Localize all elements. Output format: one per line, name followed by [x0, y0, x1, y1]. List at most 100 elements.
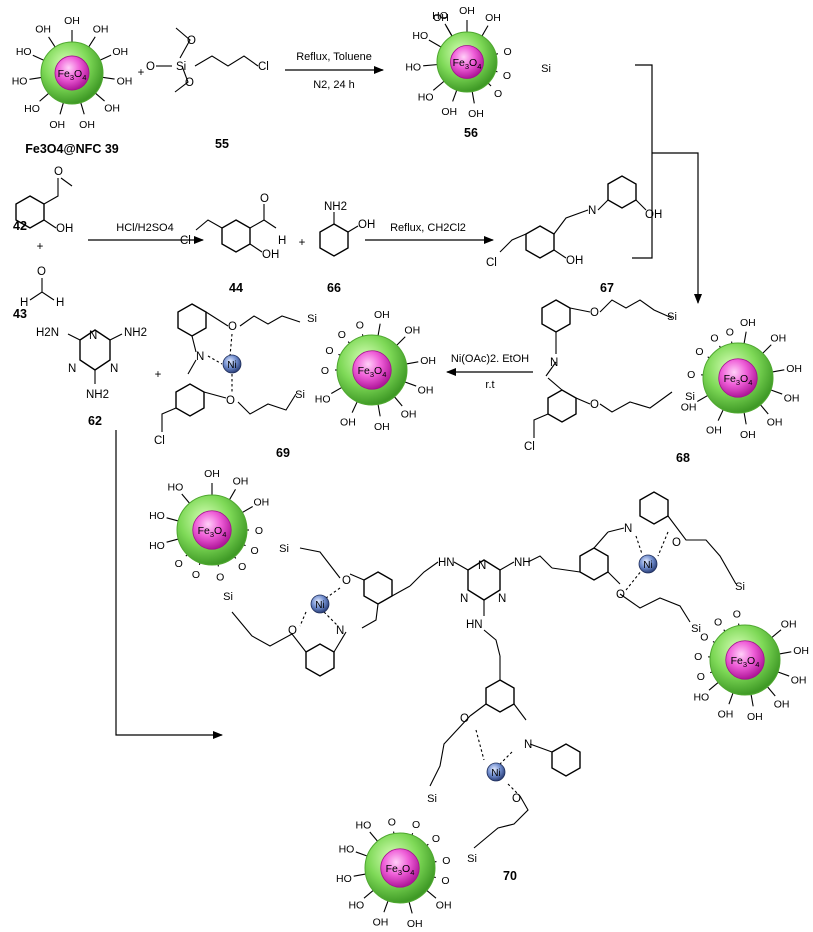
- atom-o: O: [687, 369, 695, 381]
- molecule-55: O Si O O Cl: [146, 28, 269, 92]
- atom-o: O: [226, 395, 235, 407]
- atom-o: O: [697, 671, 705, 683]
- atom-o: O: [388, 817, 396, 829]
- surface-bond: [481, 26, 488, 37]
- atom-oh: OH: [262, 249, 279, 261]
- surface-bond: [352, 400, 358, 412]
- atom-o: O: [590, 399, 599, 411]
- surface-bond: [762, 345, 771, 354]
- atom-ho: HO: [24, 103, 40, 115]
- surface-bond: [760, 404, 769, 414]
- atom-nh2: NH2: [324, 201, 347, 213]
- atom-o: O: [251, 545, 259, 557]
- atom-o: O: [441, 875, 449, 887]
- surface-bond: [241, 507, 253, 514]
- atom-o: O: [238, 561, 246, 573]
- atom-n: N: [624, 523, 632, 535]
- atom-nh: NH: [514, 557, 531, 569]
- atom-ho: HO: [315, 394, 331, 406]
- atom-ni: Ni: [227, 360, 236, 371]
- atom-ho: HO: [339, 844, 355, 856]
- atom-ni: Ni: [315, 600, 324, 611]
- plus-3: +: [299, 237, 306, 249]
- atom-ho: HO: [412, 30, 428, 42]
- condition-step4-top: Ni(OAc)2. EtOH: [451, 353, 529, 365]
- atom-ho: HO: [149, 510, 165, 522]
- ligand-68: O N O Cl: [524, 300, 672, 453]
- atom-n: N: [336, 625, 344, 637]
- atom-o: O: [260, 193, 269, 205]
- atom-ho: HO: [418, 92, 434, 104]
- surface-bond: [378, 324, 380, 337]
- surface-bond: [370, 832, 379, 842]
- atom-n: N: [196, 351, 204, 363]
- atom-oh: OH: [79, 119, 95, 131]
- surface-bond: [60, 102, 64, 115]
- atom-o: O: [342, 575, 351, 587]
- atom-h2n: H2N: [36, 327, 59, 339]
- atom-h: H: [278, 235, 286, 247]
- atom-o: O: [185, 77, 194, 89]
- arrows: [88, 65, 698, 735]
- atom-o: O: [733, 609, 741, 621]
- atom-o: O: [192, 569, 200, 581]
- atom-oh: OH: [358, 219, 375, 231]
- atom-oh: OH: [485, 12, 501, 24]
- silicon-56: Si: [541, 63, 551, 75]
- silicon-70-bottom-a: Si: [427, 793, 437, 805]
- atom-oh: OH: [566, 255, 583, 267]
- atom-n: N: [478, 560, 486, 572]
- condition-step1-bottom: N2, 24 h: [313, 79, 355, 91]
- nickel-70-left: Ni: [311, 595, 329, 613]
- label-68: 68: [676, 451, 690, 465]
- label-70: 70: [503, 869, 517, 883]
- surface-bond: [697, 395, 709, 402]
- silicon-70-left-a: Si: [279, 543, 289, 555]
- atom-o: O: [494, 88, 502, 100]
- molecule-67: N OH Cl OH: [486, 176, 662, 269]
- surface-bond: [777, 671, 790, 676]
- atom-ho: HO: [693, 692, 709, 704]
- surface-bond: [744, 332, 746, 345]
- atom-n: N: [524, 739, 532, 751]
- atom-ho: HO: [336, 873, 352, 885]
- atom-oh: OH: [418, 384, 434, 396]
- atom-oh: OH: [781, 618, 797, 630]
- label-44: 44: [229, 281, 243, 295]
- surface-bond: [229, 489, 236, 501]
- molecule-66: NH2 OH: [320, 201, 375, 256]
- plus-1: +: [138, 67, 145, 79]
- atom-oh: OH: [104, 103, 120, 115]
- silicon-69-bottom: Si: [295, 389, 305, 401]
- atom-o: O: [187, 35, 196, 47]
- surface-bond: [33, 55, 45, 60]
- label-66: 66: [327, 281, 341, 295]
- surface-bond: [770, 389, 783, 394]
- atom-o: O: [714, 616, 722, 628]
- silicon-70-right-b: Si: [691, 623, 701, 635]
- atom-oh: OH: [407, 918, 423, 927]
- atom-o: O: [694, 651, 702, 663]
- atom-o: O: [175, 558, 183, 570]
- atom-o: O: [710, 332, 718, 344]
- surface-bond: [771, 630, 781, 639]
- surface-bond: [101, 77, 114, 79]
- silicon-68-bottom: Si: [685, 391, 695, 403]
- atom-o: O: [412, 819, 420, 831]
- atom-o: O: [54, 166, 63, 178]
- atom-oh: OH: [401, 409, 417, 421]
- molecule-62: N N N NH2 H2N NH2: [36, 327, 147, 401]
- atom-o: O: [512, 793, 521, 805]
- surface-bond: [394, 396, 403, 406]
- atom-oh: OH: [436, 900, 452, 912]
- label-55: 55: [215, 137, 229, 151]
- atom-oh: OH: [770, 333, 786, 345]
- atom-o: O: [503, 70, 511, 82]
- atom-cl: Cl: [154, 435, 165, 447]
- atom-h: H: [20, 297, 28, 309]
- atom-oh: OH: [774, 699, 790, 711]
